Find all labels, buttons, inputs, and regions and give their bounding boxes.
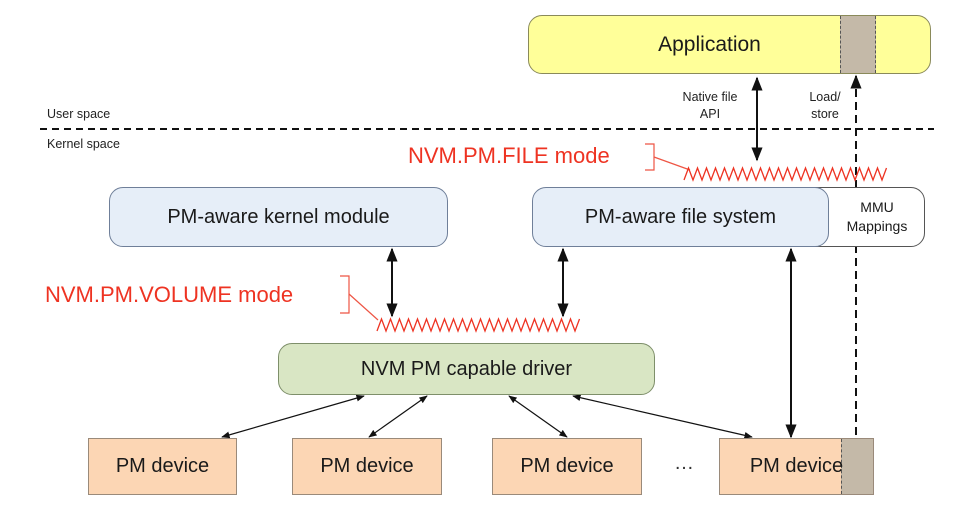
arrow-driver-device-1 [221, 394, 365, 439]
application-mapped-region [840, 16, 876, 73]
file-mode-bracket [645, 143, 655, 171]
arrow-driver-device-3 [508, 395, 568, 438]
load-store-line1: Load/ [809, 90, 841, 104]
file-system-label: PM-aware file system [584, 205, 777, 228]
application-label: Application [658, 32, 761, 56]
pm-device-1-label: PM device [115, 455, 210, 477]
file-mode-leader [653, 156, 691, 171]
pm-device-1: PM device [88, 438, 237, 495]
volume-mode-leader [348, 293, 379, 321]
pm-device-2: PM device [292, 438, 442, 495]
nvm-pm-capable-driver-box: NVM PM capable driver [278, 343, 655, 395]
arrow-driver-device-4 [572, 394, 753, 439]
native-file-api-line1: Native file [682, 90, 738, 104]
more-devices-ellipsis: … [674, 452, 694, 474]
mmu-line1: MMU [860, 199, 894, 215]
volume-mode-label: NVM.PM.VOLUME mode [45, 282, 294, 307]
application-box: Application [528, 15, 931, 74]
file-mode-squiggle [683, 166, 888, 182]
pm-device-4: PM device [719, 438, 874, 495]
mmu-mappings-box: MMU Mappings [815, 187, 925, 247]
pm-device-2-label: PM device [320, 455, 414, 477]
arrow-driver-device-2 [368, 395, 428, 438]
native-file-api-label: Native file API [668, 89, 752, 123]
pm-device-4-label: PM device [749, 455, 844, 477]
kernel-space-label: Kernel space [47, 137, 120, 151]
kernel-module-label: PM-aware kernel module [167, 205, 390, 228]
load-store-label: Load/ store [800, 89, 850, 123]
mmu-line2: Mappings [846, 218, 908, 234]
volume-mode-bracket [340, 275, 350, 314]
pm-device-3: PM device [492, 438, 642, 495]
pm-device-3-label: PM device [520, 455, 614, 477]
volume-mode-squiggle [376, 317, 581, 333]
pm-aware-kernel-module-box: PM-aware kernel module [109, 187, 448, 247]
load-store-line2: store [811, 107, 839, 121]
pm-aware-file-system-box: PM-aware file system [532, 187, 829, 247]
pm-device-4-mapped-region [841, 439, 873, 494]
file-mode-label: NVM.PM.FILE mode [408, 143, 610, 168]
driver-label: NVM PM capable driver [360, 357, 573, 380]
native-file-api-line2: API [699, 107, 721, 121]
user-space-label: User space [47, 107, 111, 121]
